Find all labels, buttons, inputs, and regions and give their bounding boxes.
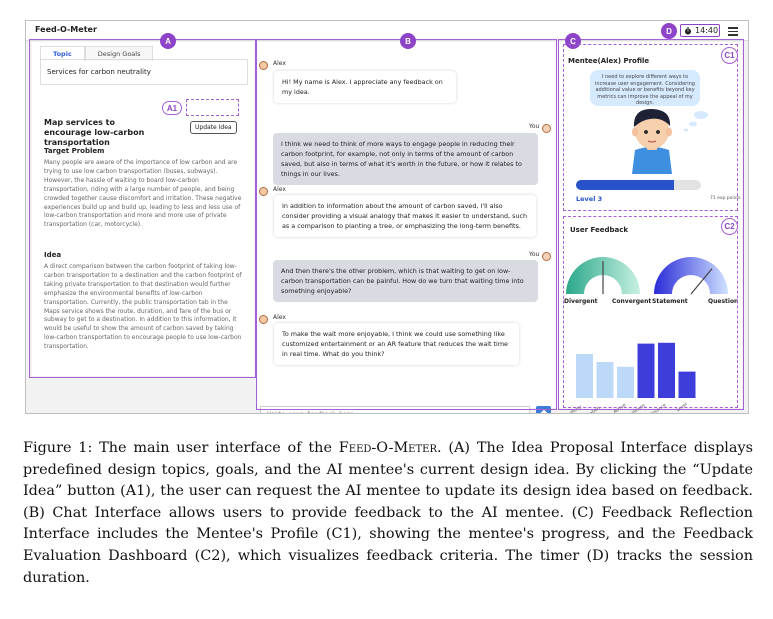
stopwatch-icon	[684, 26, 692, 35]
label-a1-badge: A1	[162, 101, 182, 115]
gauge-divergent-convergent	[566, 257, 640, 294]
idea-proposal-panel: Topic Design Goals Services for carbon n…	[32, 42, 254, 376]
region-c2-outline	[563, 216, 738, 408]
caption-system-name: Feed-O-Meter	[338, 440, 437, 456]
mentee-illustration	[632, 108, 708, 174]
label-c2-badge: C2	[721, 218, 738, 235]
level-progress-fill	[576, 180, 674, 190]
idea-title: Map services to encourage low-carbon tra…	[44, 118, 145, 147]
region-a1-outline	[186, 99, 239, 116]
gauge-label-convergent: Convergent	[612, 298, 652, 305]
region-c-outline	[558, 39, 744, 410]
gauge-needle	[690, 268, 713, 295]
bar-active	[617, 366, 634, 398]
session-timer: 14:40	[680, 24, 720, 37]
top-bar: Feed-O-Meter 14:40	[26, 21, 748, 41]
caption-prefix: Figure 1: The main user interface of the	[23, 440, 339, 456]
bar-level	[678, 371, 696, 398]
profile-title: Mentee(Alex) Profile	[568, 57, 650, 65]
chat-message: In addition to information about the amo…	[274, 195, 536, 237]
gauge-label-statement: Statement	[652, 298, 688, 305]
level-progress-bar	[576, 180, 701, 190]
feedback-gauges	[566, 257, 728, 295]
msg-sender: You	[529, 251, 540, 258]
level-label: Level 3	[576, 195, 603, 203]
hamburger-menu-icon[interactable]	[728, 25, 738, 36]
target-problem-text: Many people are aware of the importance …	[44, 159, 242, 229]
chat-message: And then there's the other problem, whic…	[273, 260, 538, 302]
bar-goal-relevance	[658, 342, 675, 398]
msg-sender: Alex	[273, 186, 286, 193]
region-c1-outline	[563, 44, 738, 211]
msg-sender: Alex	[273, 314, 286, 321]
tab-topic[interactable]: Topic	[40, 46, 85, 61]
label-d-badge: D	[661, 23, 677, 39]
chat-message: Hi! My name is Alex. I appreciate any fe…	[274, 71, 456, 103]
msg-sender: Alex	[273, 60, 286, 67]
arrow-up-icon	[540, 409, 547, 413]
idea-card: Map services to encourage low-carbon tra…	[38, 118, 250, 368]
gauge-statement-question	[654, 257, 728, 294]
region-a-outline	[29, 39, 256, 378]
tab-design-goals[interactable]: Design Goals	[84, 46, 154, 61]
timer-value: 14:40	[695, 26, 719, 35]
update-idea-button[interactable]: Update Idea	[190, 121, 237, 134]
gauge-label-divergent: Divergent	[564, 298, 598, 305]
feedback-bar-chart	[576, 342, 696, 398]
idea-text: A direct comparison between the carbon f…	[44, 263, 242, 351]
exp-points: 71 exp points	[710, 196, 741, 201]
gauge-label-question: Question	[708, 298, 739, 305]
alex-avatar	[259, 61, 268, 70]
msg-sender: You	[529, 123, 540, 130]
chat-message: I think we need to think of more ways to…	[273, 133, 538, 185]
alex-avatar	[259, 315, 268, 324]
chat-panel: Alex Hi! My name is Alex. I appreciate a…	[256, 42, 556, 413]
label-c-badge: C	[565, 33, 581, 49]
target-problem-heading: Target Problem	[44, 147, 105, 155]
bar-timeliness	[637, 343, 655, 398]
bar-specificity	[576, 354, 593, 398]
idea-heading: Idea	[44, 251, 62, 259]
app-title: Feed-O-Meter	[35, 25, 97, 34]
label-c1-badge: C1	[721, 47, 738, 64]
alex-avatar	[259, 187, 268, 196]
user-feedback-title: User Feedback	[570, 226, 629, 234]
topic-text: Services for carbon neutrality	[40, 59, 248, 85]
topic-tabs: Topic Design Goals	[40, 46, 154, 61]
label-b-badge: B	[400, 33, 416, 49]
feedback-reflection-panel: Mentee(Alex) Profile I need to explore d…	[558, 42, 742, 413]
ui-screenshot: Feed-O-Meter 14:40 Topic Design Goals Se…	[25, 20, 749, 414]
caption-body: . (A) The Idea Proposal Interface displa…	[23, 440, 753, 586]
bar-justification	[596, 362, 614, 398]
label-a-badge: A	[160, 33, 176, 49]
region-b-outline	[256, 39, 557, 410]
thought-bubble: I need to explore different ways to incr…	[590, 70, 700, 106]
chat-message: To make the wait more enjoyable, I think…	[274, 323, 519, 365]
figure-caption: Figure 1: The main user interface of the…	[23, 438, 753, 589]
user-avatar	[542, 124, 551, 133]
user-avatar	[542, 252, 551, 261]
